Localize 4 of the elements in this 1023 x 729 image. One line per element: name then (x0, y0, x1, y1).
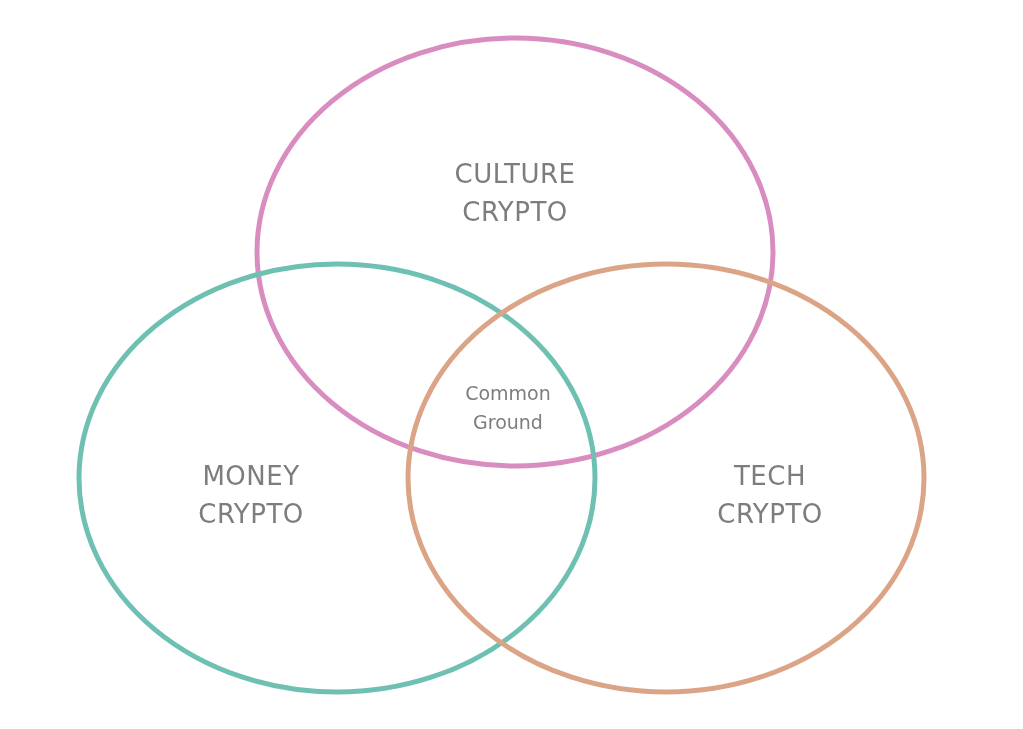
set-label: TECH CRYPTO (716, 460, 824, 531)
intersection-label: Common Ground (464, 381, 552, 435)
set-label: MONEY CRYPTO (197, 460, 305, 531)
set-label: CULTURE CRYPTO (453, 158, 577, 229)
